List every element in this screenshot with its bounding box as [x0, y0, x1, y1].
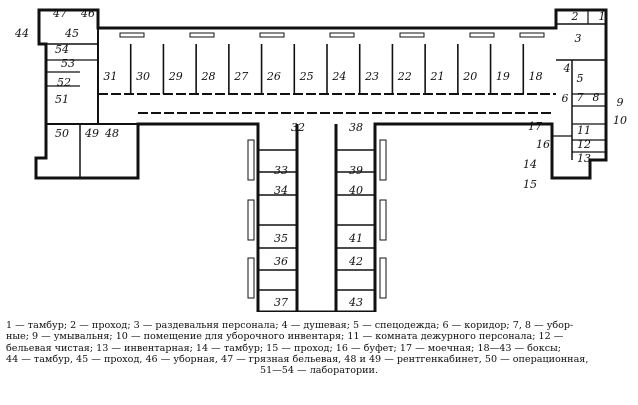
legend-line-4: 44 — тамбур, 45 — проход, 46 — уборная, …	[6, 353, 589, 365]
room-number-30: 30	[136, 70, 150, 83]
room-number-24: 24	[331, 70, 346, 83]
room-number-11: 11	[577, 124, 591, 137]
room-number-27: 27	[233, 70, 248, 83]
room-number-31: 31	[103, 70, 117, 83]
room-number-2: 2	[571, 10, 579, 23]
room-number-1: 1	[599, 10, 606, 23]
room-number-40: 40	[348, 184, 363, 197]
south-wing-partitions	[258, 149, 375, 291]
room-number-53: 53	[61, 57, 75, 70]
room-number-16: 16	[536, 138, 550, 151]
room-number-29: 29	[168, 70, 183, 83]
room-number-34: 34	[274, 184, 288, 197]
room-number-20: 20	[462, 70, 477, 83]
room-number-4: 4	[563, 62, 571, 75]
room-number-25: 25	[299, 70, 314, 83]
room-number-26: 26	[266, 70, 281, 83]
room-number-39: 39	[349, 164, 363, 177]
room-number-51: 51	[55, 93, 69, 106]
room-number-38: 38	[349, 121, 363, 134]
room-number-52: 52	[57, 76, 71, 89]
legend: 1 — тамбур; 2 — проход; 3 — раздевальня …	[6, 320, 632, 376]
room-number-48: 48	[104, 127, 119, 140]
room-number-23: 23	[364, 70, 379, 83]
room-number-12: 12	[577, 138, 591, 151]
room-number-35: 35	[274, 232, 288, 245]
room-number-9: 9	[617, 96, 624, 109]
room-number-18: 18	[529, 70, 543, 83]
room-number-47: 47	[52, 7, 67, 20]
room-number-50: 50	[55, 127, 69, 140]
left-wing-outline	[34, 8, 608, 312]
room-number-21: 21	[430, 70, 445, 83]
room-number-17: 17	[528, 120, 542, 133]
room-number-10: 10	[613, 114, 627, 127]
room-number-42: 42	[348, 255, 363, 268]
room-number-5: 5	[577, 72, 584, 85]
room-number-28: 28	[201, 70, 216, 83]
room-number-3: 3	[575, 32, 582, 45]
room-number-13: 13	[577, 152, 591, 165]
room-number-22: 22	[397, 70, 412, 83]
room-number-36: 36	[274, 255, 288, 268]
room-number-7: 7	[577, 91, 584, 104]
room-number-43: 43	[348, 296, 363, 309]
room-number-37: 37	[274, 296, 288, 309]
room-number-46: 46	[80, 7, 95, 20]
room-number-14: 14	[523, 158, 537, 171]
walls	[34, 8, 608, 312]
room-number-45: 45	[64, 27, 79, 40]
room-number-33: 33	[274, 164, 288, 177]
room-number-49: 49	[84, 127, 99, 140]
box-partitions	[129, 44, 525, 94]
legend-line-5: 51—54 — лаборатории.	[260, 365, 378, 377]
room-number-6: 6	[562, 92, 569, 105]
room-number-8: 8	[593, 91, 600, 104]
legend-line-1: 1 — тамбур; 2 — проход; 3 — раздевальня …	[6, 320, 574, 331]
legend-line-3: бельевая чистая; 13 — инвентарная; 14 — …	[6, 342, 561, 354]
room-number-44: 44	[14, 27, 29, 40]
room-number-41: 41	[348, 232, 363, 245]
room-number-54: 54	[55, 43, 69, 56]
room-number-15: 15	[523, 178, 537, 191]
legend-line-2: ные; 9 — умывальня; 10 — помещение для у…	[6, 331, 564, 343]
room-number-19: 19	[496, 70, 510, 83]
room-number-32: 32	[291, 121, 305, 134]
windows	[119, 32, 545, 299]
